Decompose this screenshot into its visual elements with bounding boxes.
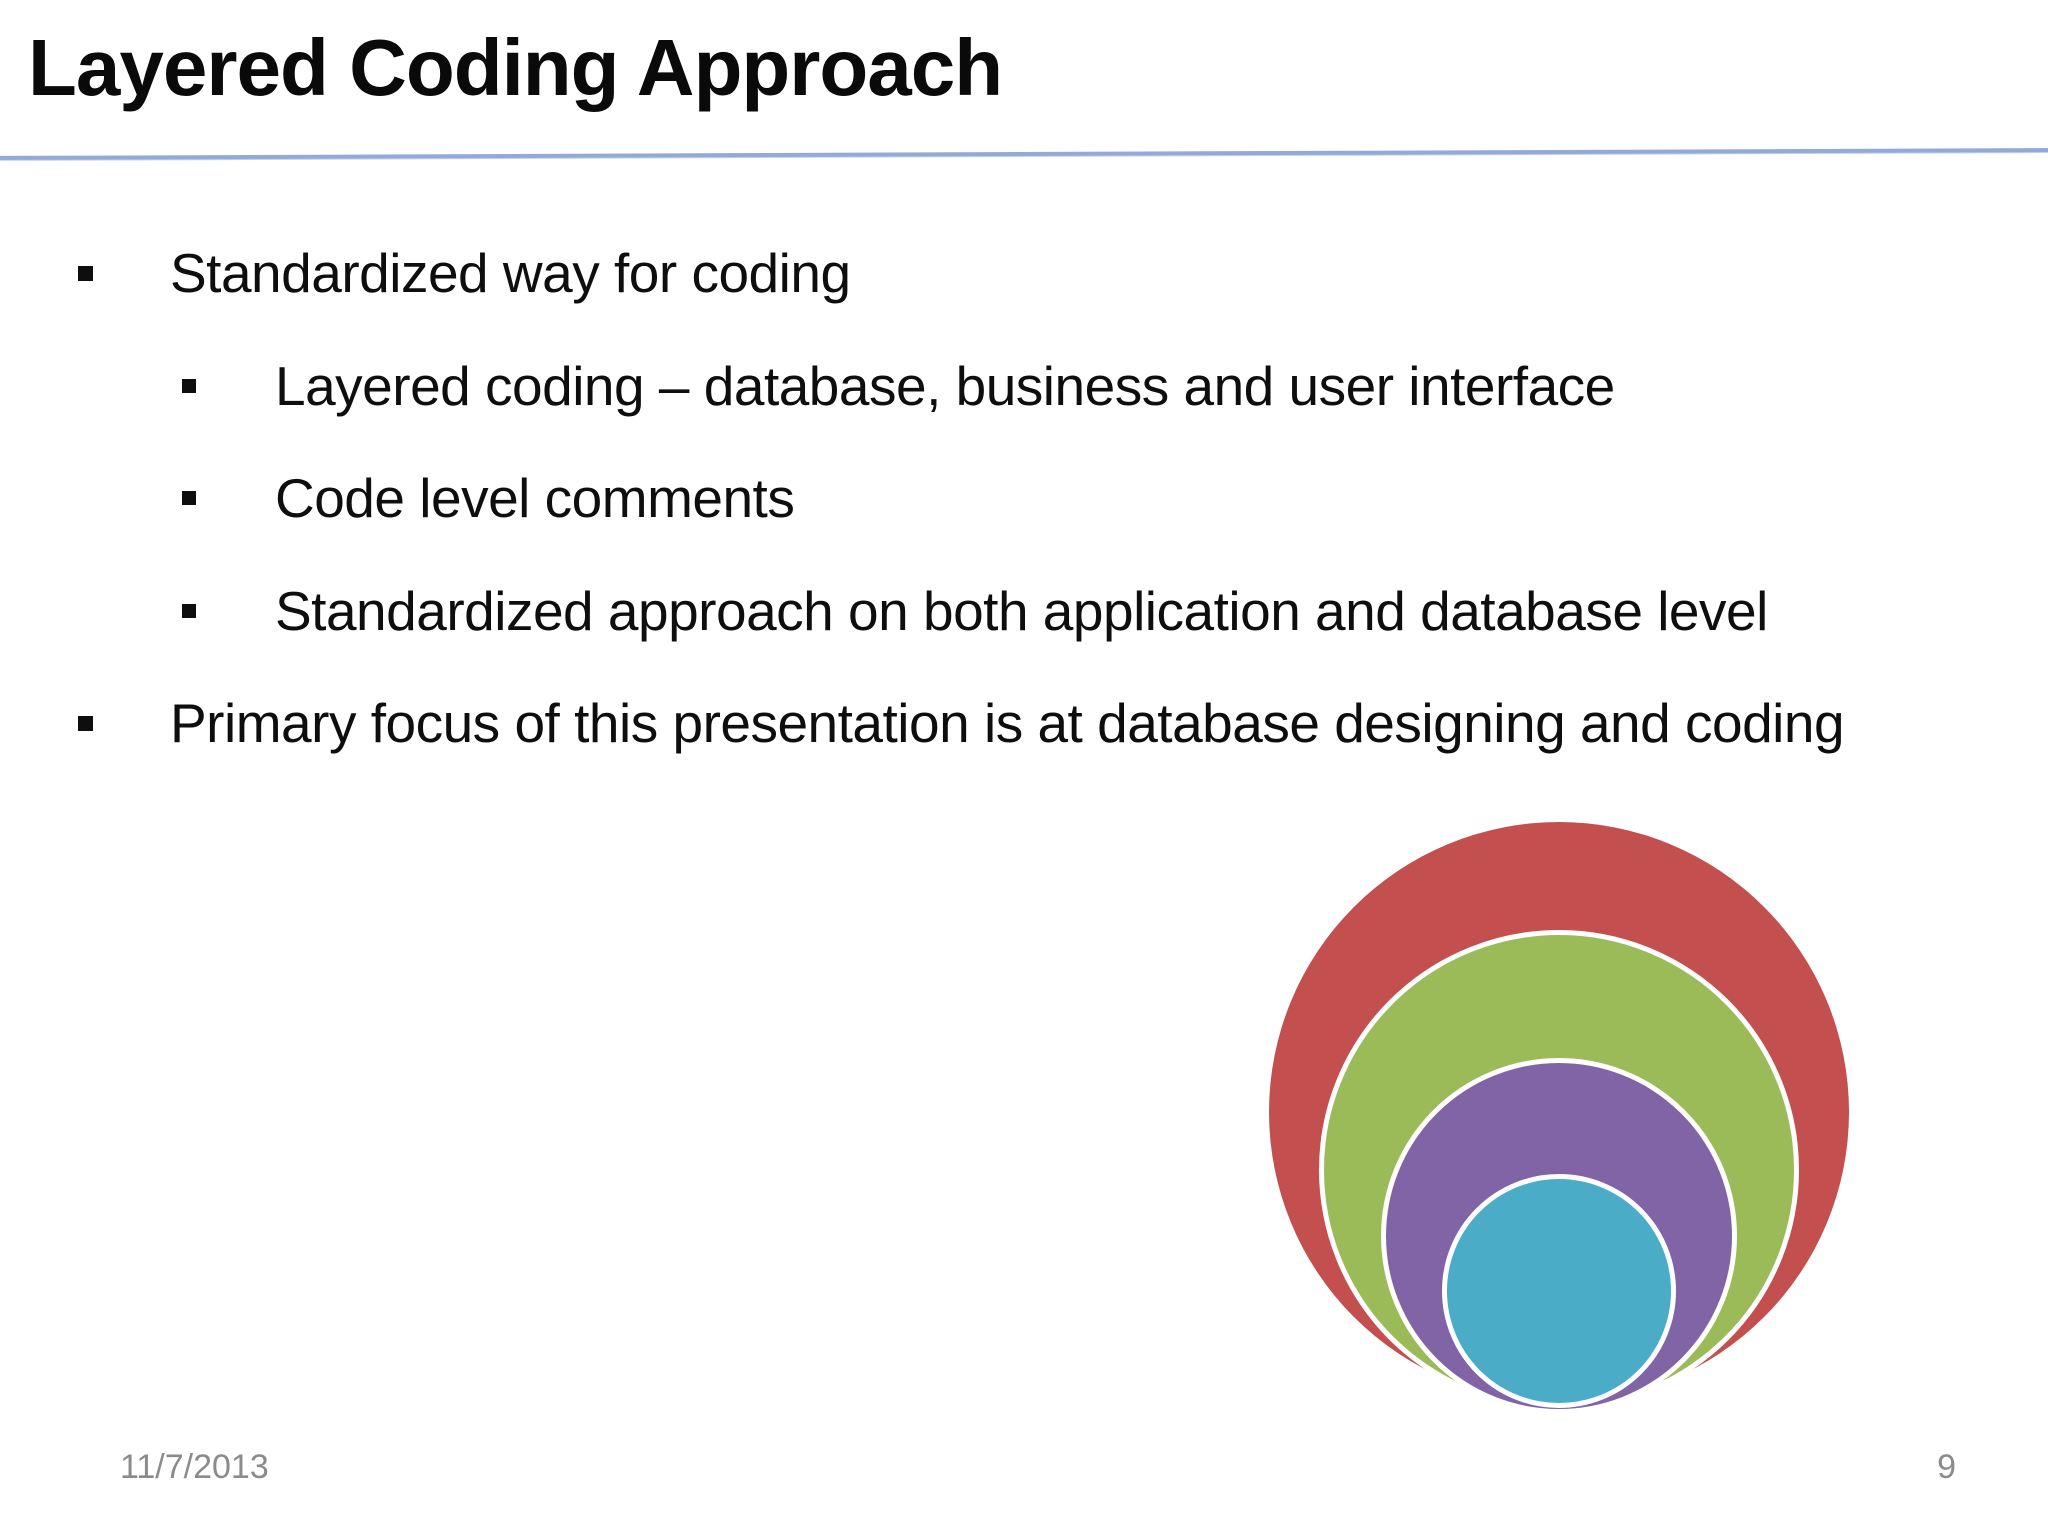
bullet-text: Layered coding – database, business and … (275, 355, 1615, 417)
bullet-square-icon (182, 379, 196, 393)
title-divider (0, 148, 2048, 160)
slide-page-number: 9 (1937, 1448, 1956, 1486)
bullet-item: Standardized approach on both applicatio… (0, 579, 2008, 643)
bullet-square-icon (78, 715, 93, 731)
bullet-text: Standardized approach on both applicatio… (275, 580, 1768, 642)
bullet-text: Code level comments (275, 467, 795, 529)
bullet-square-icon (182, 604, 196, 618)
nested-circles-diagram (1267, 822, 1851, 1422)
bullet-item: Layered coding – database, business and … (0, 354, 2008, 418)
bullet-square-icon (78, 265, 93, 281)
slide-date: 11/7/2013 (120, 1448, 269, 1486)
inner-ring (1442, 1174, 1676, 1408)
bullet-item: Standardized way for coding (0, 241, 2008, 305)
bullet-text: Standardized way for coding (170, 242, 851, 304)
bullet-item: Primary focus of this presentation is at… (0, 691, 2008, 755)
page-title: Layered Coding Approach (28, 23, 1003, 112)
bullet-text: Primary focus of this presentation is at… (170, 692, 1845, 754)
bullet-item: Code level comments (0, 466, 2008, 530)
bullet-square-icon (182, 491, 196, 505)
